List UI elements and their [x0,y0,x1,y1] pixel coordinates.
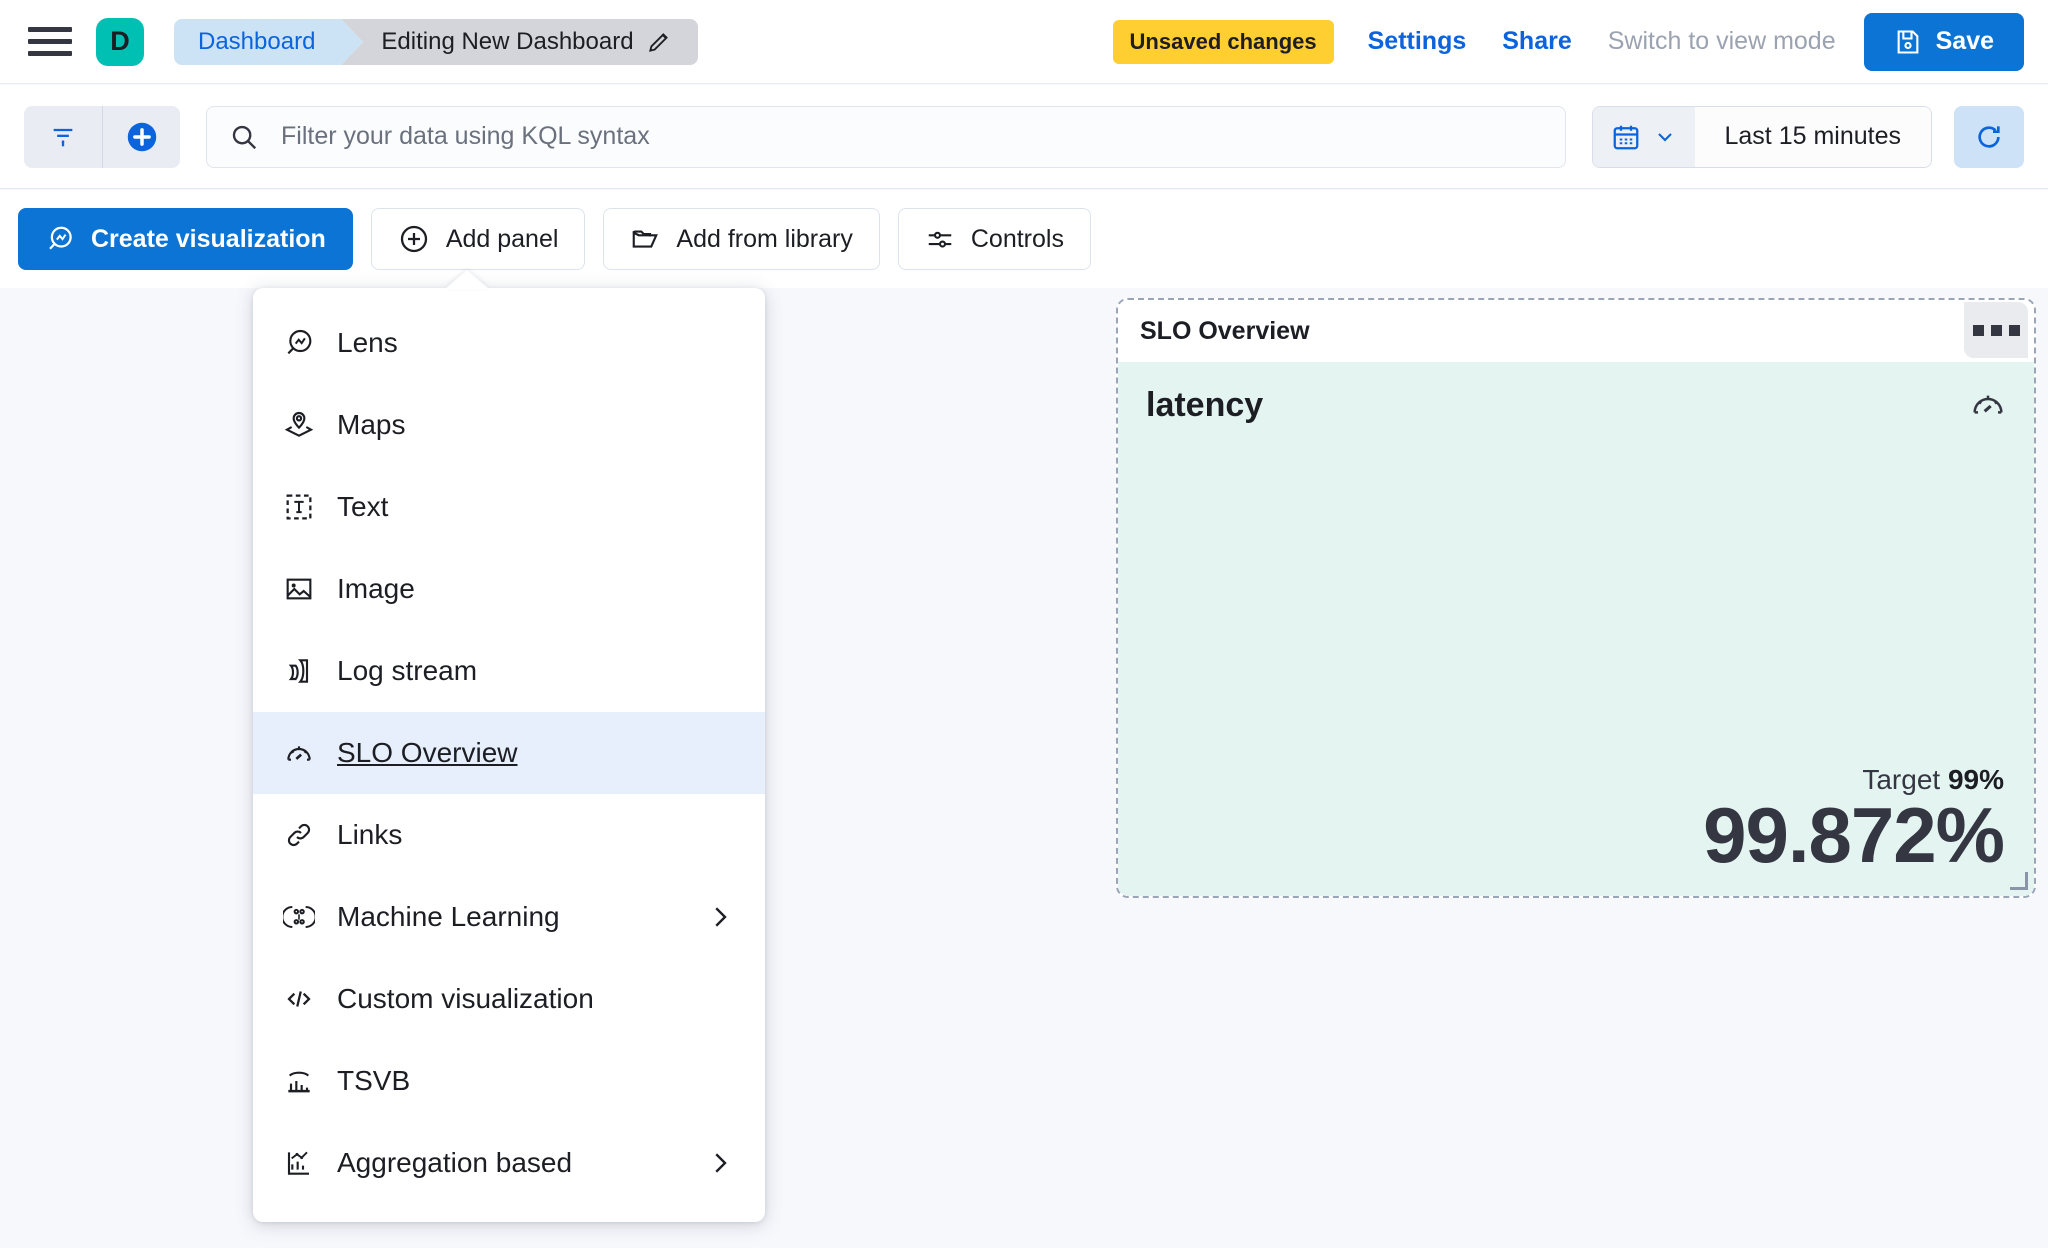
search-icon [229,122,259,152]
calendar-icon [1611,122,1641,152]
slo-sli-value: 99.872% [1703,791,2005,879]
add-panel-menu: Lens Maps Text [253,270,765,1222]
menu-item-label: Text [337,491,389,522]
dashboard-toolbar: Create visualization Add panel Add from … [0,190,2048,288]
save-disk-icon [1894,28,1922,56]
filter-icon[interactable] [24,105,102,168]
menu-item-custom-visualization[interactable]: Custom visualization [253,958,765,1040]
time-range-value[interactable]: Last 15 minutes [1694,106,1931,167]
menu-item-lens[interactable]: Lens [253,302,765,384]
header-actions: Unsaved changes Settings Share Switch to… [1112,12,2048,71]
menu-item-slo-overview[interactable]: SLO Overview [253,712,765,794]
text-box-icon [283,491,329,523]
plus-circle-icon [398,223,430,255]
menu-item-label: Machine Learning [337,901,560,932]
chevron-right-icon [705,1148,735,1178]
refresh-icon [1973,121,2005,153]
menu-item-label: Image [337,573,415,604]
menu-item-label: Aggregation based [337,1147,573,1178]
menu-item-label: Maps [337,409,406,440]
avatar[interactable]: D [96,17,144,66]
menu-item-label: Lens [337,327,398,358]
add-from-library-label: Add from library [676,224,853,253]
search-input[interactable]: Filter your data using KQL syntax [206,105,1566,168]
add-panel-button[interactable]: Add panel [370,208,586,270]
controls-button[interactable]: Controls [897,208,1091,270]
pencil-icon[interactable] [646,29,672,55]
hamburger-menu-icon[interactable] [28,25,72,59]
slo-overview-panel[interactable]: SLO Overview latency Target 99% 99.872% [1116,298,2036,898]
breadcrumb-current[interactable]: Editing New Dashboard [341,18,698,65]
date-picker[interactable]: Last 15 minutes [1591,105,1932,168]
popover-caret-icon [445,270,489,289]
aggregation-chart-icon [283,1147,329,1179]
add-from-library-button[interactable]: Add from library [603,208,880,270]
save-button-label: Save [1935,27,1994,55]
link-icon [283,819,329,851]
calendar-quickselect-button[interactable] [1592,106,1695,167]
lens-icon [45,224,75,254]
sliders-icon [925,224,955,254]
menu-item-machine-learning[interactable]: Machine Learning [253,876,765,958]
menu-item-aggregation-based[interactable]: Aggregation based [253,1122,765,1204]
create-visualization-label: Create visualization [91,224,326,253]
menu-item-label: SLO Overview [337,737,518,768]
menu-item-image[interactable]: Image [253,548,765,630]
create-visualization-button[interactable]: Create visualization [18,208,353,270]
menu-item-label: TSVB [337,1065,411,1096]
save-button[interactable]: Save [1863,12,2024,71]
chevron-right-icon [705,902,735,932]
status-badge-unsaved: Unsaved changes [1112,19,1334,64]
panel-body: latency Target 99% 99.872% [1118,362,2034,896]
resize-handle-icon[interactable] [2010,872,2028,890]
panel-context-menu-icon[interactable] [1964,302,2028,358]
panel-header: SLO Overview [1118,300,2034,362]
add-panel-label: Add panel [445,224,559,253]
chevron-down-icon [1653,125,1677,149]
slo-target: Target 99% [1703,764,2004,796]
slo-target-label: Target [1862,764,1941,795]
plus-circle-icon[interactable] [102,105,180,168]
search-input-placeholder: Filter your data using KQL syntax [281,122,650,150]
lens-icon [283,327,329,359]
menu-item-maps[interactable]: Maps [253,384,765,466]
breadcrumb-dashboard-label: Dashboard [198,27,316,55]
panel-title: SLO Overview [1140,316,1310,345]
gauge-icon [283,737,329,769]
filter-group [24,105,180,168]
menu-item-label: Custom visualization [337,983,594,1014]
log-stream-icon [283,655,329,687]
refresh-button[interactable] [1954,105,2024,168]
menu-item-label: Log stream [337,655,478,686]
global-header: D Dashboard Editing New Dashboard Unsave… [0,0,2048,84]
share-link[interactable]: Share [1502,27,1572,55]
code-icon [283,983,329,1015]
slo-values: Target 99% 99.872% [1703,764,2005,879]
switch-to-view-mode-link[interactable]: Switch to view mode [1607,27,1836,55]
controls-label: Controls [970,224,1064,253]
menu-item-text[interactable]: Text [253,466,765,548]
menu-item-label: Links [337,819,403,850]
settings-link[interactable]: Settings [1367,27,1467,55]
breadcrumb: Dashboard Editing New Dashboard [174,18,698,65]
image-icon [283,573,329,605]
breadcrumb-dashboard[interactable]: Dashboard [174,18,364,65]
machine-learning-icon [283,901,329,933]
breadcrumb-current-label: Editing New Dashboard [381,27,634,55]
slo-target-value: 99% [1947,764,2004,795]
gauge-icon [1968,384,2008,424]
query-bar: Filter your data using KQL syntax Las [0,85,2048,189]
map-pin-layers-icon [283,409,329,441]
tsvb-chart-icon [283,1065,329,1097]
slo-name: latency [1146,386,1264,424]
folder-icon [630,224,660,254]
menu-item-links[interactable]: Links [253,794,765,876]
menu-item-tsvb[interactable]: TSVB [253,1040,765,1122]
menu-item-log-stream[interactable]: Log stream [253,630,765,712]
